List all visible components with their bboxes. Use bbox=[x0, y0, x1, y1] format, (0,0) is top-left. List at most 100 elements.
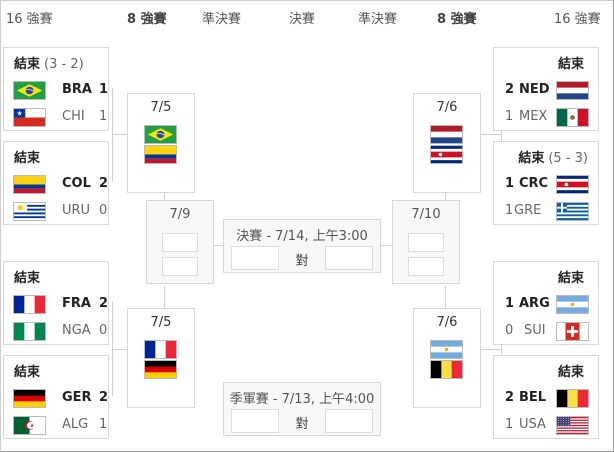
quarterfinal-card-left-bottom[interactable]: 7/5 bbox=[127, 308, 195, 408]
algeria-flag-icon bbox=[13, 416, 46, 435]
team-slot-empty bbox=[162, 233, 198, 252]
penalty-score: (5 - 3) bbox=[548, 151, 588, 166]
team-slot-empty bbox=[231, 246, 279, 270]
usa-flag-icon bbox=[556, 416, 589, 435]
connector-line bbox=[481, 349, 501, 350]
match-status: 結束 bbox=[14, 365, 41, 380]
versus-label: 對 bbox=[295, 254, 309, 269]
team-score: 1 bbox=[505, 417, 514, 432]
team-slot-empty bbox=[408, 233, 444, 252]
match-card-ger-alg[interactable]: 結束 GER 2 ALG 1 bbox=[3, 355, 109, 439]
team-code: ALG bbox=[62, 417, 89, 432]
match-status: 結束 bbox=[557, 271, 584, 286]
team-row: 1 MEX bbox=[494, 105, 598, 127]
team-row: 1 GRE bbox=[494, 199, 598, 221]
match-date: 7/5 bbox=[150, 315, 172, 330]
match-date: 7/10 bbox=[411, 207, 441, 222]
team-score: 1 bbox=[99, 417, 108, 432]
connector-line bbox=[379, 245, 391, 246]
connector-line bbox=[481, 134, 501, 135]
semifinal-card-right[interactable]: 7/10 bbox=[392, 200, 460, 284]
semifinal-card-left[interactable]: 7/9 bbox=[146, 200, 214, 284]
header-quarterfinal-left: 8 強賽 bbox=[127, 12, 167, 27]
header-semifinal-left: 準決賽 bbox=[202, 12, 242, 27]
match-card-fra-nga[interactable]: 結束 FRA 2 NGA 0 bbox=[3, 261, 109, 345]
team-score: 2 bbox=[99, 176, 109, 191]
team-code: COL bbox=[62, 176, 91, 191]
match-status: 結束 bbox=[557, 365, 584, 380]
team-code: NGA bbox=[62, 323, 91, 338]
header-semifinal-right: 準決賽 bbox=[358, 12, 398, 27]
team-code: BRA bbox=[62, 82, 92, 97]
team-row-winner: 1 CRC bbox=[494, 172, 598, 194]
colombia-flag-icon bbox=[144, 145, 178, 164]
team-row: 0 SUI bbox=[494, 319, 598, 341]
belgium-flag-icon bbox=[430, 360, 464, 379]
connector-line bbox=[164, 286, 165, 308]
greece-flag-icon bbox=[556, 202, 589, 221]
penalty-score: (3 - 2) bbox=[44, 57, 84, 72]
match-date: 7/5 bbox=[150, 100, 172, 115]
team-row-winner: 2 BEL bbox=[494, 386, 598, 408]
team-code: URU bbox=[62, 203, 91, 218]
team-row: URU 0 bbox=[4, 199, 108, 221]
team-score: 1 bbox=[99, 82, 109, 97]
quarterfinal-card-left-top[interactable]: 7/5 bbox=[127, 93, 195, 193]
match-card-bra-chi[interactable]: 結束(3 - 2) BRA 1 CHI 1 bbox=[3, 47, 109, 131]
argentina-flag-icon bbox=[556, 295, 589, 314]
connector-line bbox=[501, 88, 502, 182]
connector-line bbox=[501, 302, 502, 396]
match-card-arg-sui[interactable]: 結束 1 ARG 0 SUI bbox=[493, 261, 599, 345]
france-flag-icon bbox=[13, 295, 46, 314]
team-row-winner: BRA 1 bbox=[4, 78, 108, 100]
header-quarterfinal-right: 8 強賽 bbox=[437, 12, 477, 27]
connector-line bbox=[164, 192, 165, 200]
team-slot-empty bbox=[408, 257, 444, 276]
connector-line bbox=[112, 349, 127, 350]
team-code: CRC bbox=[519, 176, 549, 191]
team-score: 2 bbox=[99, 296, 109, 311]
team-row-winner: 1 ARG bbox=[494, 292, 598, 314]
team-row: CHI 1 bbox=[4, 105, 108, 127]
team-slot-empty bbox=[231, 409, 279, 433]
final-card[interactable]: 決賽 - 7/14, 上午3:00 對 bbox=[223, 219, 381, 273]
switzerland-flag-icon bbox=[556, 322, 589, 341]
quarterfinal-card-right-top[interactable]: 7/6 bbox=[413, 93, 481, 193]
team-code: GER bbox=[62, 390, 92, 405]
match-card-col-uru[interactable]: 結束 COL 2 URU 0 bbox=[3, 141, 109, 225]
team-score: 2 bbox=[505, 82, 515, 97]
team-row: ALG 1 bbox=[4, 413, 108, 435]
brazil-flag-icon bbox=[144, 125, 178, 144]
belgium-flag-icon bbox=[556, 389, 589, 408]
connector-line bbox=[445, 286, 446, 308]
chile-flag-icon bbox=[13, 108, 46, 127]
match-status: 結束 bbox=[14, 271, 41, 286]
team-code: MEX bbox=[519, 109, 548, 124]
versus-label: 對 bbox=[295, 417, 309, 432]
germany-flag-icon bbox=[13, 389, 46, 408]
third-place-card[interactable]: 季軍賽 - 7/13, 上午4:00 對 bbox=[223, 382, 381, 436]
germany-flag-icon bbox=[144, 360, 178, 379]
connector-line bbox=[445, 192, 446, 200]
header-round-of-16-right: 16 強賽 bbox=[554, 12, 601, 27]
team-code: ARG bbox=[519, 296, 550, 311]
final-title: 決賽 - 7/14, 上午3:00 bbox=[236, 229, 368, 244]
costa-rica-flag-icon bbox=[556, 175, 589, 194]
team-score: 0 bbox=[99, 323, 108, 338]
brazil-flag-icon bbox=[13, 81, 46, 100]
quarterfinal-card-right-bottom[interactable]: 7/6 bbox=[413, 308, 481, 408]
match-card-crc-gre[interactable]: 結束(5 - 3) 1 CRC 1 GRE bbox=[493, 141, 599, 225]
team-score: 1 bbox=[505, 176, 515, 191]
team-code: USA bbox=[519, 417, 546, 432]
connector-line bbox=[212, 245, 223, 246]
match-card-bel-usa[interactable]: 結束 2 BEL 1 USA bbox=[493, 355, 599, 439]
match-card-ned-mex[interactable]: 結束 2 NED 1 MEX bbox=[493, 47, 599, 131]
team-slot-empty bbox=[162, 257, 198, 276]
team-score: 1 bbox=[505, 109, 514, 124]
team-row: NGA 0 bbox=[4, 319, 108, 341]
match-status: 結束(3 - 2) bbox=[14, 57, 84, 72]
mexico-flag-icon bbox=[556, 108, 589, 127]
connector-line bbox=[112, 134, 127, 135]
france-flag-icon bbox=[144, 340, 178, 359]
team-slot-empty bbox=[325, 246, 373, 270]
